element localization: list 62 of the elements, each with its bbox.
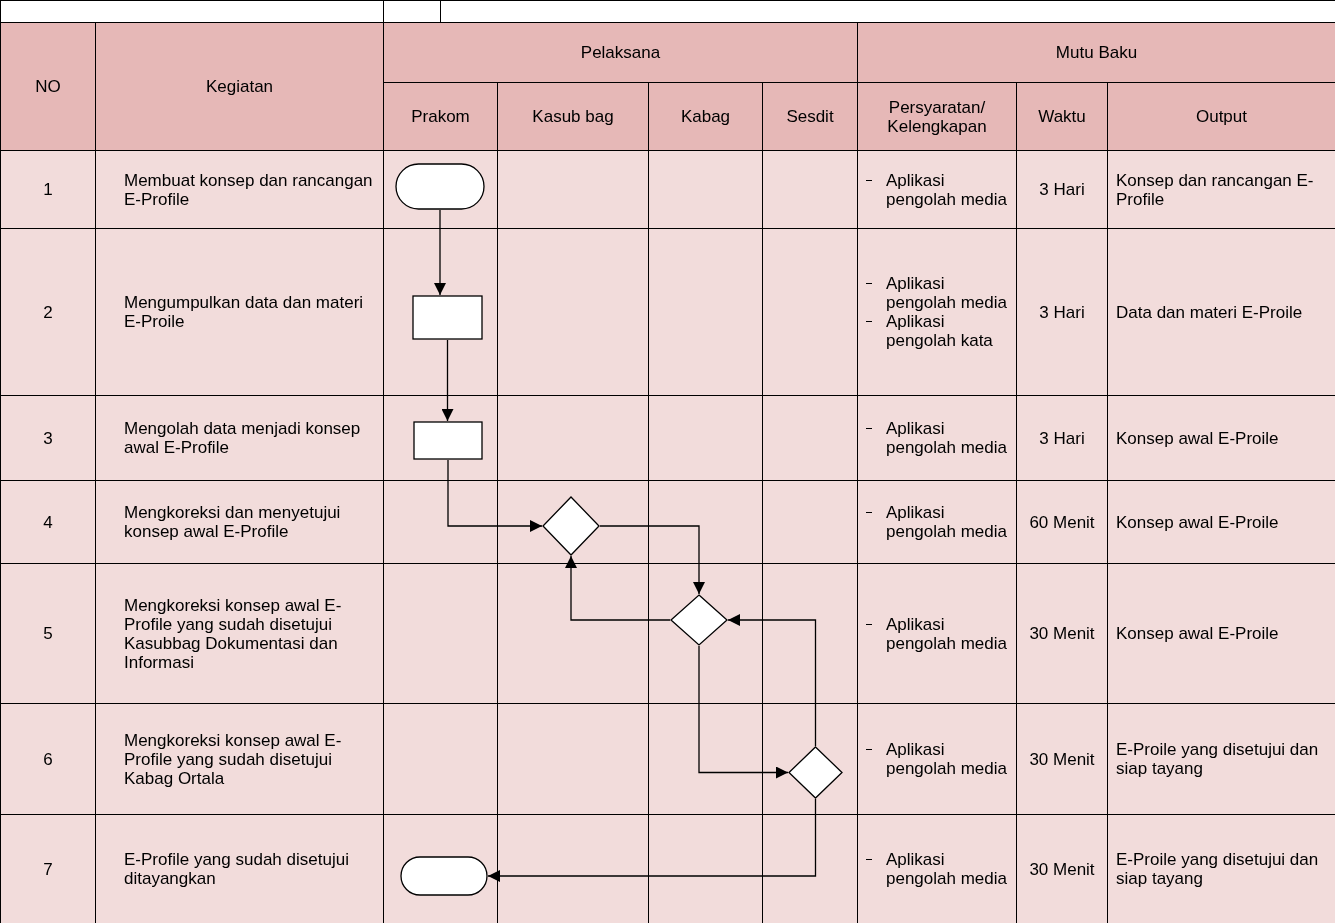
arrow [565, 555, 671, 621]
requirement-item: Aplikasi pengolah media [886, 170, 1008, 209]
duration-text: 30 Menit [1029, 624, 1095, 643]
column-header: NO [35, 77, 61, 96]
column-header: Waktu [1038, 107, 1086, 126]
duration-text: 30 Menit [1029, 859, 1095, 879]
requirement-item: Aplikasi pengolah kata [886, 312, 994, 350]
column-header: Kegiatan [205, 77, 274, 96]
output-text: Data dan materi E-Proile [1116, 302, 1303, 322]
terminator-shape [400, 856, 488, 896]
row-number: 4 [43, 512, 53, 532]
column-header: Persyaratan/ Kelengkapan [886, 97, 988, 136]
column-header: Kabag [680, 107, 731, 126]
arrow [434, 209, 446, 296]
arrow [441, 339, 454, 422]
output-text: Konsep awal E-Proile [1116, 428, 1279, 448]
arrow [599, 525, 705, 595]
terminator-shape [395, 163, 485, 210]
row-number: 7 [43, 859, 53, 879]
requirement-item: Aplikasi pengolah media [886, 419, 1008, 457]
duration-text: 3 Hari [1039, 180, 1085, 199]
process-box [413, 421, 483, 460]
arrow [447, 459, 543, 532]
activity-text: Membuat konsep dan rancangan E-Profile [124, 170, 374, 209]
duration-text: 30 Menit [1029, 749, 1095, 769]
activity-text: Mengumpulkan data dan materi E-Proile [124, 293, 365, 331]
activity-text: Mengkoreksi konsep awal E-Profile yang sudah disetujui Kabag Ortala [124, 730, 343, 788]
arrow [487, 798, 817, 882]
row-number: 6 [43, 749, 53, 769]
activity-text: Mengolah data menjadi konsep awal E-Profile [124, 419, 362, 457]
arrow [727, 614, 817, 747]
requirement-item: Aplikasi pengolah media [886, 274, 1008, 312]
duration-text: 3 Hari [1039, 428, 1085, 448]
requirement-item: Aplikasi pengolah media [886, 740, 1008, 778]
column-header: Sesdit [786, 107, 834, 126]
column-header: Prakom [411, 107, 470, 126]
activity-text: Mengkoreksi konsep awal E-Profile yang sudah disetujui Kasubbag Dokumentasi dan Informasi [124, 595, 343, 672]
column-header: Mutu Baku [1055, 43, 1138, 62]
activity-text: Mengkoreksi dan menyetujui konsep awal E-Profile [124, 503, 342, 541]
output-text: Konsep awal E-Proile [1116, 624, 1279, 643]
column-header: Kasub bag [532, 107, 614, 126]
column-header: Output [1195, 107, 1247, 126]
duration-text: 3 Hari [1039, 302, 1085, 322]
duration-text: 60 Menit [1029, 512, 1095, 532]
activity-text: E-Profile yang sudah disetujui ditayangkan [124, 850, 350, 888]
decision-diamond [542, 496, 600, 556]
requirement-item: Aplikasi pengolah media [886, 850, 1008, 888]
row-number: 2 [43, 302, 53, 322]
row-number: 5 [43, 624, 53, 643]
output-text: Konsep dan rancangan E-Profile [1116, 170, 1315, 209]
row-number: 1 [43, 180, 53, 199]
row-number: 3 [43, 428, 53, 448]
decision-diamond [670, 594, 728, 646]
output-text: Konsep awal E-Proile [1116, 512, 1279, 532]
output-text: E-Proile yang disetujui dan siap tayang [1116, 740, 1320, 778]
requirement-item: Aplikasi pengolah media [886, 503, 1008, 541]
process-box [412, 295, 483, 340]
requirement-item: Aplikasi pengolah media [886, 614, 1008, 653]
decision-diamond [788, 746, 843, 799]
output-text: E-Proile yang disetujui dan siap tayang [1116, 850, 1320, 888]
arrow [698, 645, 789, 779]
column-header: Pelaksana [580, 43, 661, 62]
